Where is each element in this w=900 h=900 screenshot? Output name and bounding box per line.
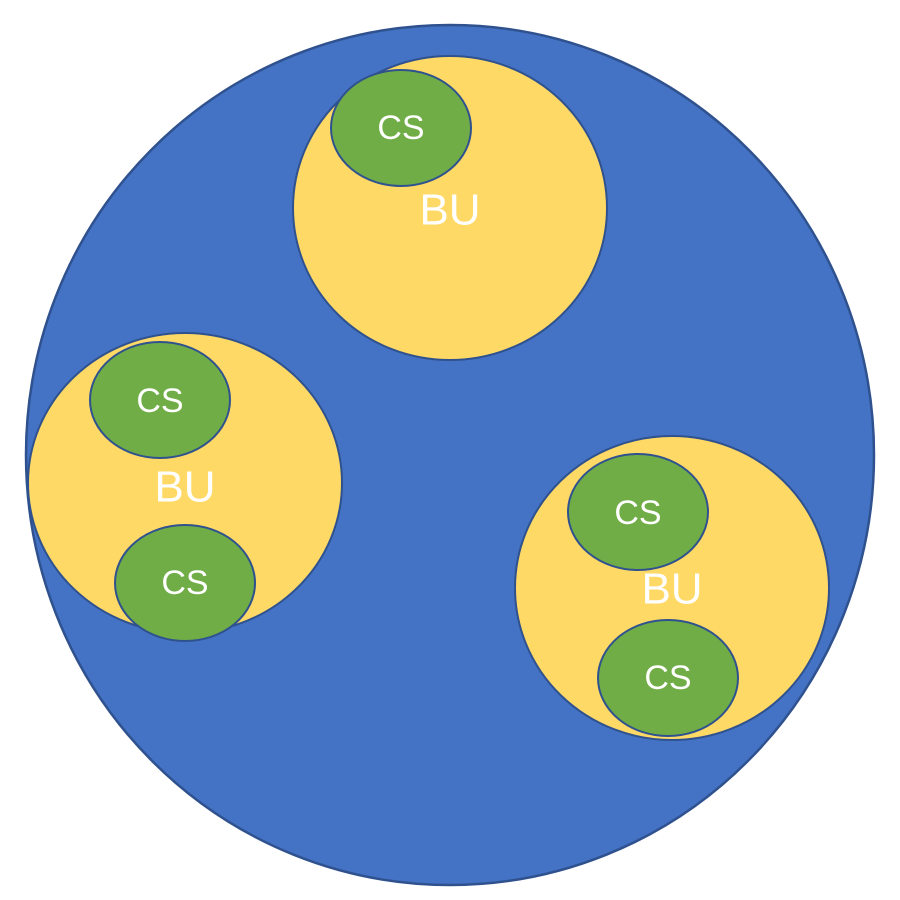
bu-label: BU (641, 565, 702, 614)
cs-circle (89, 341, 231, 459)
cs-circle (114, 524, 256, 642)
cs-label: CS (614, 494, 661, 532)
cs-label: CS (377, 109, 424, 147)
cs-circle (330, 69, 472, 187)
cs-label: CS (644, 659, 691, 697)
cs-label: CS (161, 564, 208, 602)
bu-group-1: CS BU (292, 55, 608, 361)
cs-circle (597, 619, 739, 737)
cs-circle (567, 453, 709, 571)
bu-label: BU (154, 463, 215, 512)
bu-group-3: CS BU CS (514, 435, 830, 741)
bu-label: BU (419, 186, 480, 235)
bu-group-2: CS BU CS (27, 332, 343, 642)
cs-label: CS (136, 382, 183, 420)
